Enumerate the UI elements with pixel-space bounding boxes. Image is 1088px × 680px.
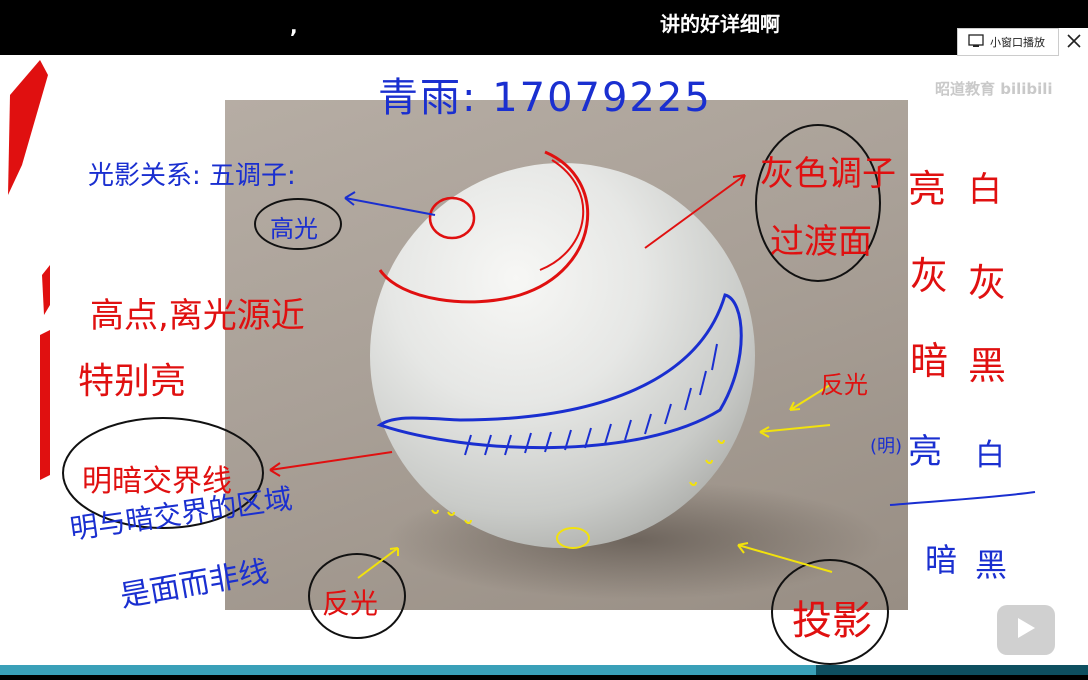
bilibili-watermark: 昭道教育 bilibili bbox=[935, 80, 1053, 98]
mini-window-label: 小窗口播放 bbox=[990, 36, 1045, 49]
tone-label: 灰 bbox=[910, 254, 949, 298]
highlight-note: 高点,离光源近 bbox=[90, 296, 305, 336]
highlight-label: 高光 bbox=[270, 215, 318, 243]
close-icon bbox=[1066, 33, 1081, 52]
tone-label: 亮 bbox=[908, 432, 942, 472]
reflected-light-label: 反光 bbox=[820, 371, 868, 399]
highlight-note: 特别亮 bbox=[78, 361, 187, 402]
play-icon bbox=[1015, 616, 1037, 644]
progress-fill bbox=[0, 665, 816, 675]
picture-in-picture-icon bbox=[968, 33, 984, 51]
cast-shadow-label: 投影 bbox=[792, 598, 872, 644]
tone-label: 暗 bbox=[910, 339, 949, 383]
terminator-label: 明暗交界线 bbox=[82, 464, 232, 499]
danmaku-comment: , bbox=[290, 14, 298, 38]
danmaku-comment: 讲的好详细啊 bbox=[660, 12, 780, 36]
tone-label: 黑 bbox=[975, 546, 1008, 584]
mini-window-button[interactable]: 小窗口播放 bbox=[957, 28, 1059, 56]
gray-transition-label: 灰色调子 bbox=[760, 154, 896, 194]
tone-label: 灰 bbox=[968, 261, 1007, 305]
progress-bar[interactable] bbox=[0, 665, 1088, 675]
danmaku-bar: , 讲的好详细啊 bbox=[0, 0, 1088, 55]
tone-label: (明) bbox=[870, 436, 903, 457]
reflected-light-label: 反光 bbox=[322, 587, 379, 620]
tone-label: 白 bbox=[968, 170, 1002, 210]
plaster-sphere bbox=[370, 163, 755, 548]
play-button[interactable] bbox=[997, 605, 1055, 655]
tone-label: 暗 bbox=[925, 541, 958, 579]
tone-label: 亮 bbox=[908, 167, 947, 211]
gray-transition-label: 过渡面 bbox=[770, 222, 872, 262]
tone-label: 黑 bbox=[968, 344, 1007, 388]
tone-label: 白 bbox=[975, 438, 1005, 473]
close-button[interactable] bbox=[1059, 28, 1088, 56]
light-relation-note: 光影关系: 五调子: bbox=[88, 161, 296, 191]
header-note: 青雨: 17079225 bbox=[378, 75, 712, 121]
left-decoration bbox=[8, 60, 50, 480]
